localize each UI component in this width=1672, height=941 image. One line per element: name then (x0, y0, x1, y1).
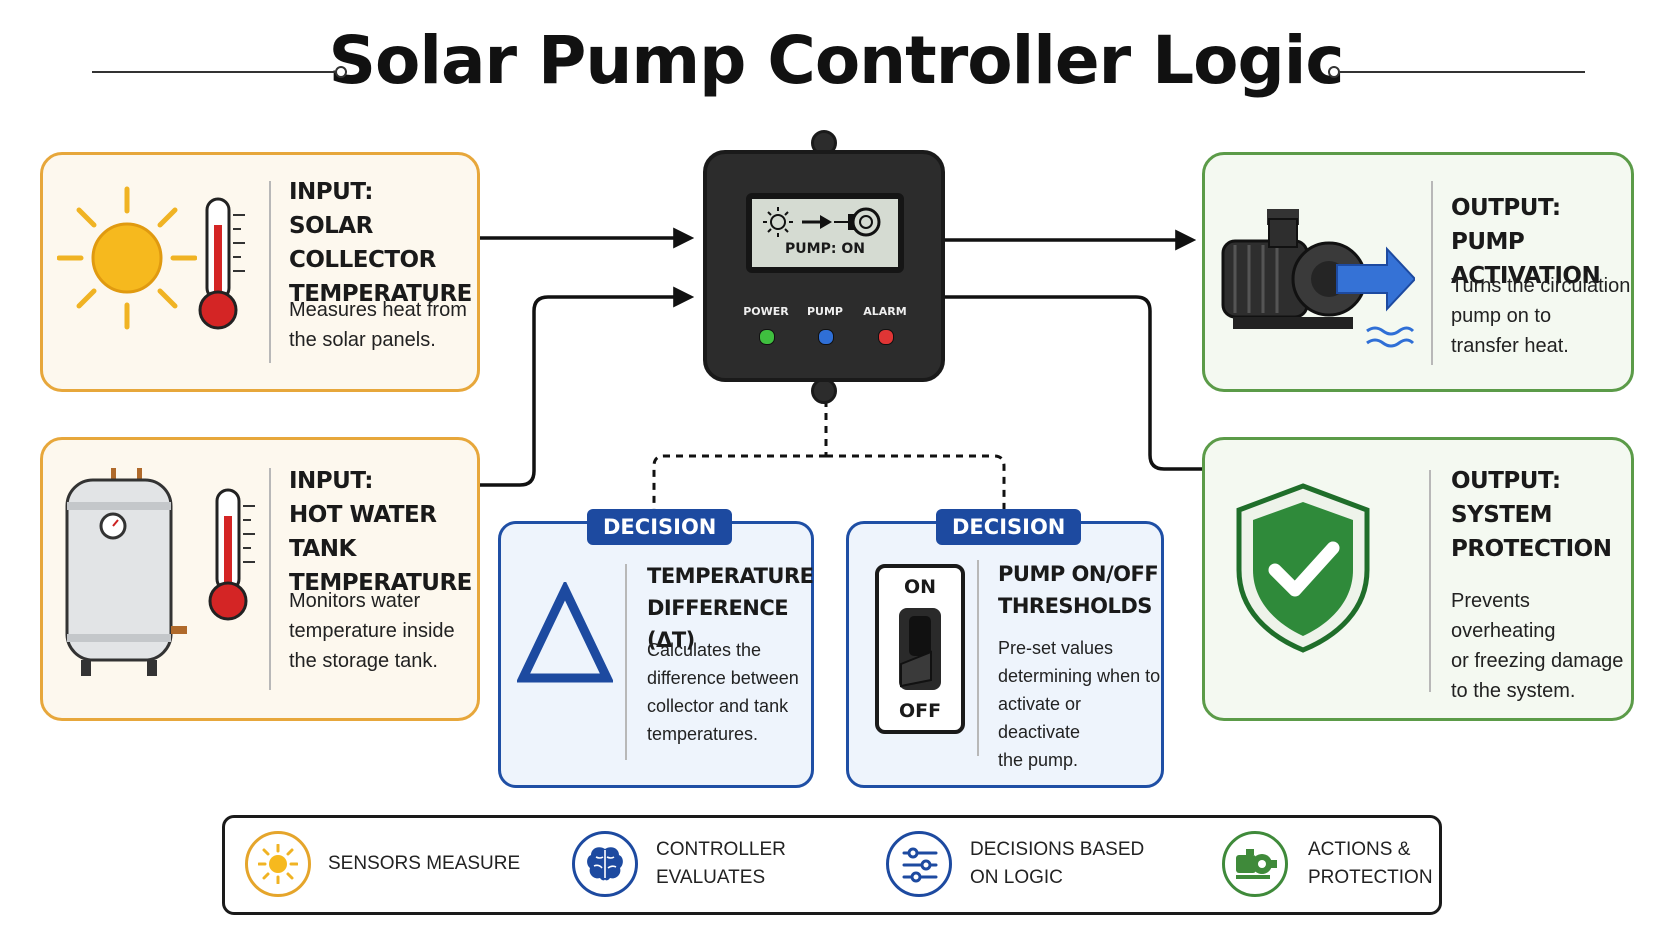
led-label-alarm: ALARM (863, 305, 907, 318)
decision-badge: DECISION (587, 509, 733, 545)
controller-display: PUMP: ON (746, 193, 904, 273)
switch-off-label: OFF (898, 700, 942, 722)
water-tank-icon (65, 468, 187, 676)
flow-step-1-label: SENSORS MEASURE (328, 853, 521, 874)
sun-to-pump-icon (763, 207, 881, 237)
output-pump-activation-card: OUTPUT:PUMP ACTIVATION Turns the circula… (1202, 152, 1634, 392)
switch-on-label: ON (903, 576, 937, 598)
flow-step-4-circle (1222, 831, 1288, 897)
decision-badge: DECISION (936, 509, 1082, 545)
display-status-text: PUMP: ON (785, 241, 865, 257)
sun-icon (258, 844, 298, 884)
flow-step-1-circle (245, 831, 311, 897)
sliders-icon (902, 847, 938, 883)
pump-led (818, 329, 834, 345)
mount-ear-bottom (811, 378, 837, 404)
switch-lever (899, 608, 941, 690)
pump-icon (1221, 209, 1415, 348)
output-1-heading: OUTPUT:PUMP ACTIVATION (1451, 195, 1601, 289)
power-led (759, 329, 775, 345)
thermometer-icon (198, 197, 245, 330)
flow-step-2-circle (572, 831, 638, 897)
led-label-pump: PUMP (806, 305, 843, 318)
thermometer-icon (208, 488, 255, 621)
led-label-power: POWER (743, 305, 789, 318)
toggle-switch-icon: ON OFF (875, 564, 965, 734)
flow-step-3-circle (886, 831, 952, 897)
sun-icon (57, 186, 197, 330)
diagram-title: Solar Pump Controller Logic (328, 22, 1344, 99)
delta-icon (517, 582, 613, 683)
brain-icon (587, 847, 623, 881)
flow-step-4-label: ACTIONS &PROTECTION (1308, 839, 1433, 888)
shield-check-icon (1236, 483, 1370, 653)
alarm-led (878, 329, 894, 345)
pump-icon (1236, 849, 1277, 879)
